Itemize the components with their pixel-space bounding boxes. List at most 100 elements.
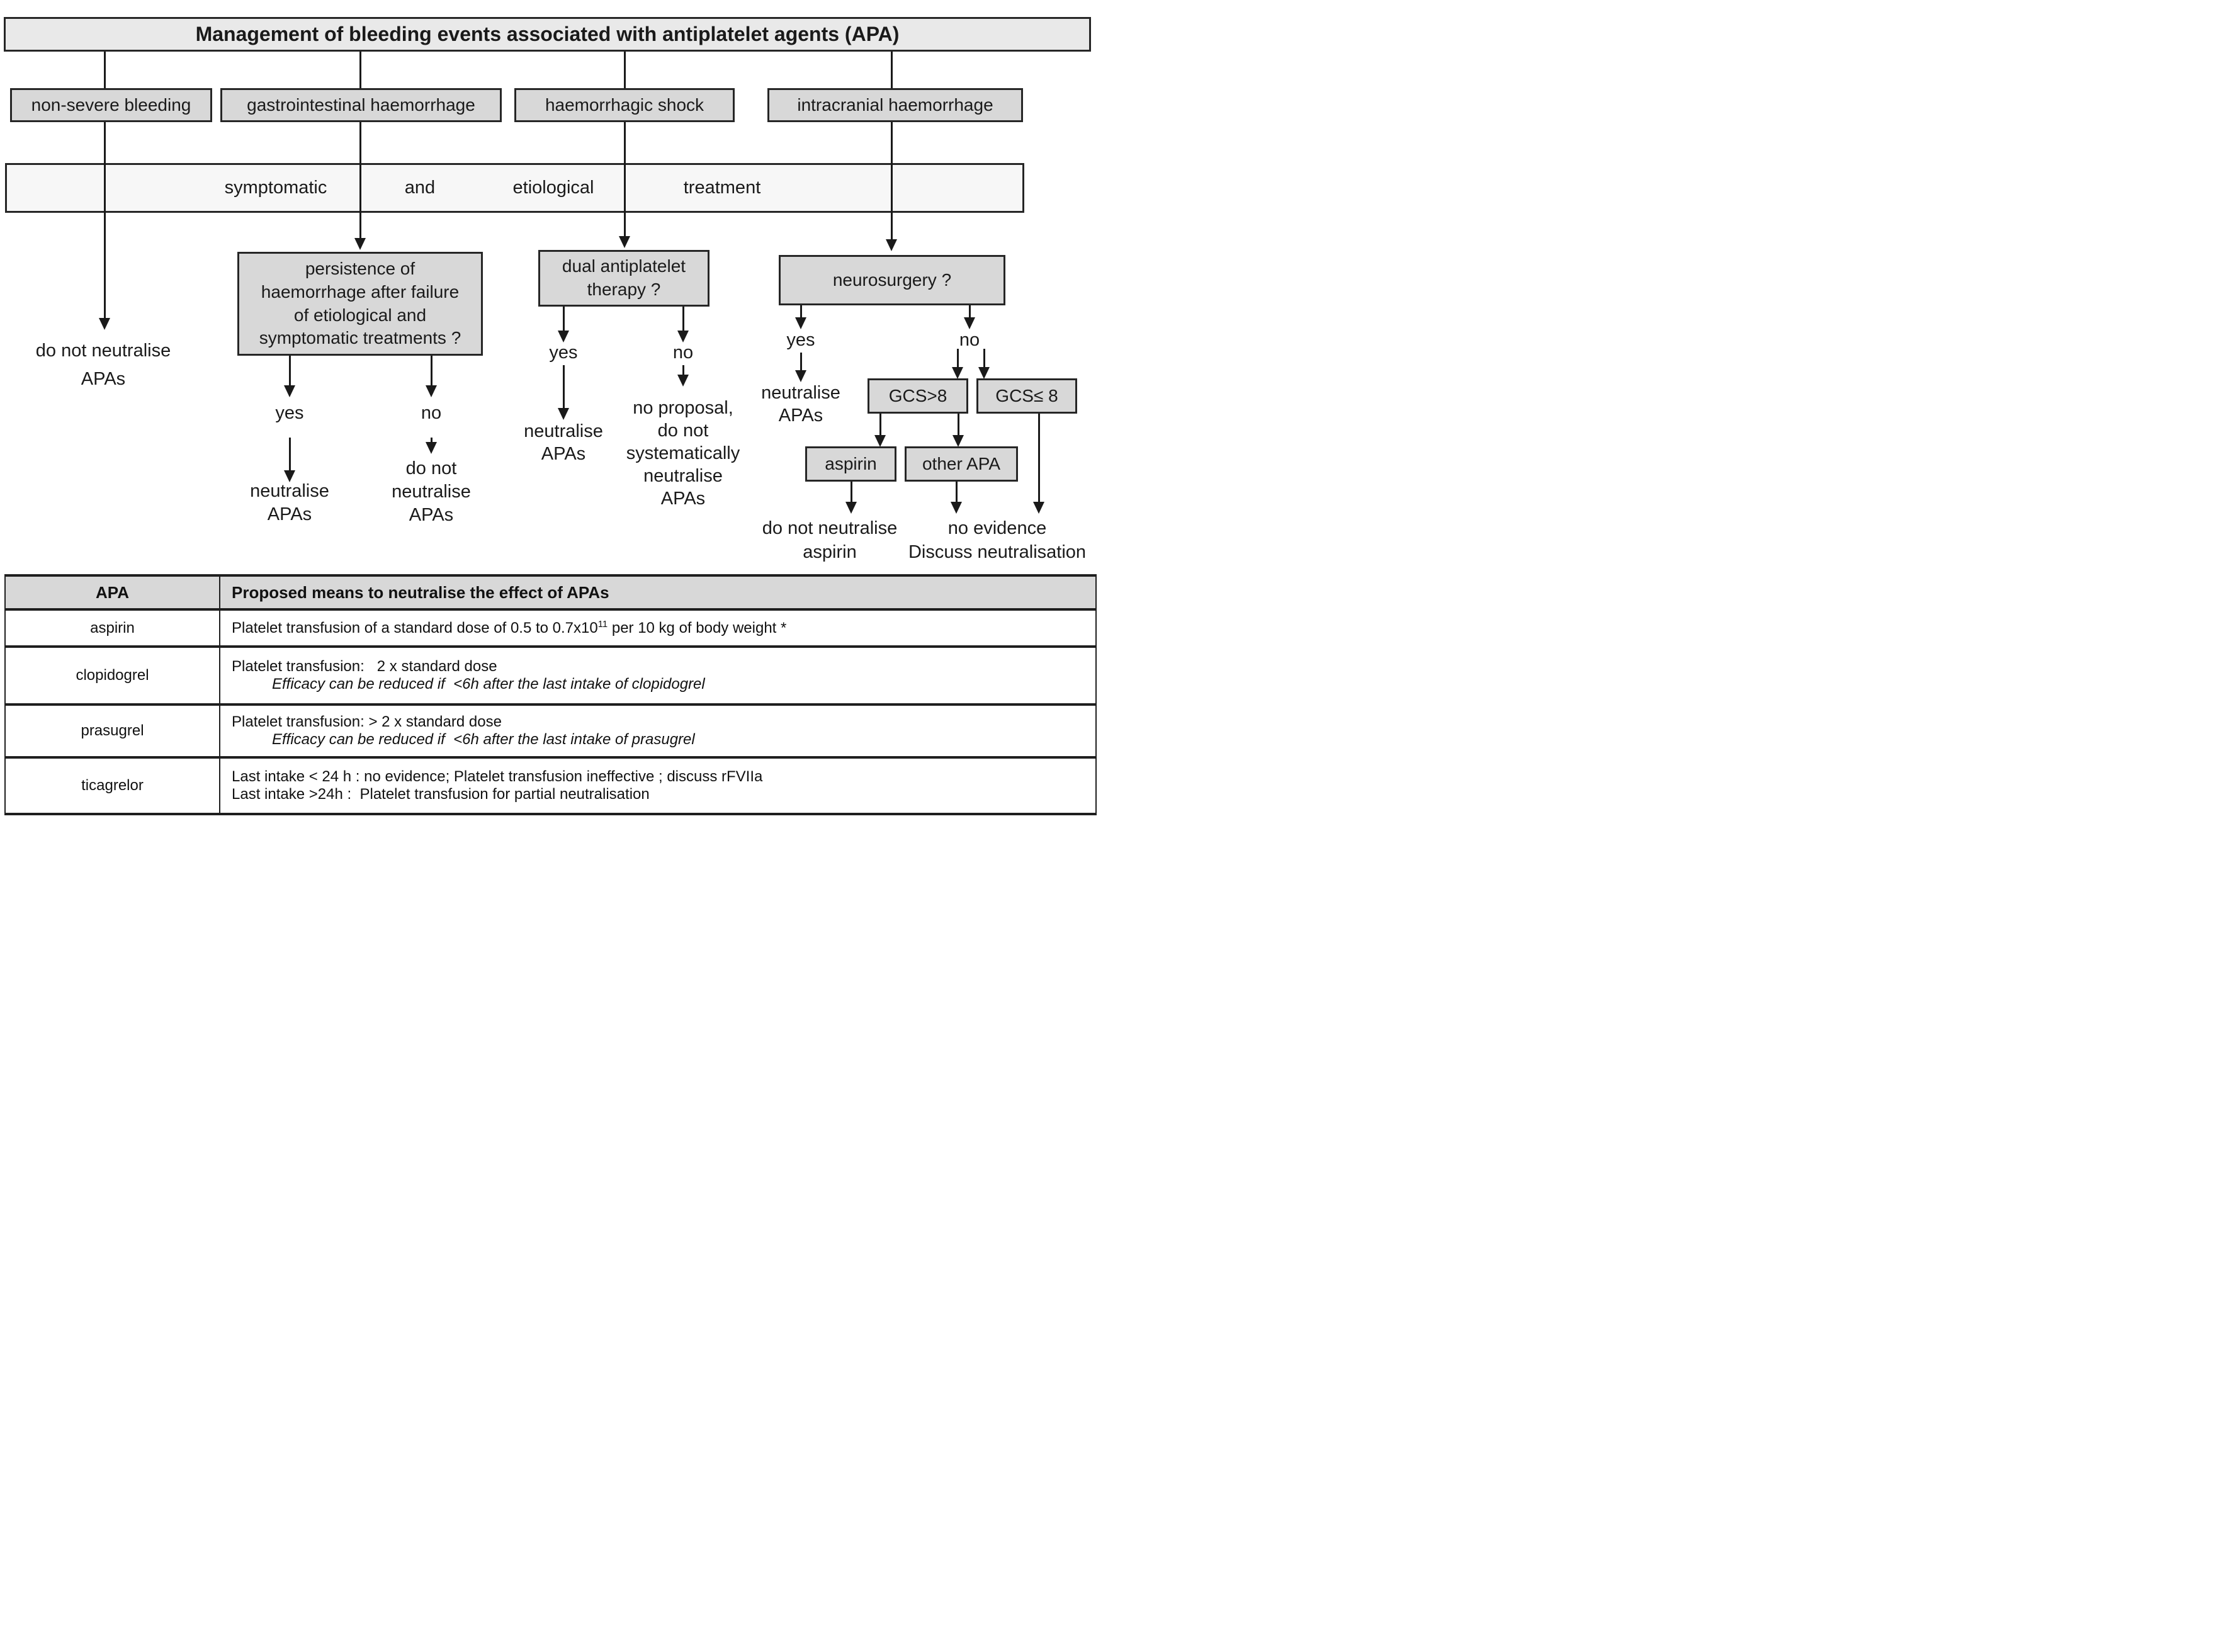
connector-title-shock — [623, 52, 626, 88]
line-gcs-high-aspirin — [879, 414, 881, 435]
box-aspirin: aspirin — [805, 446, 896, 482]
outcome-non-severe-line1: do not neutralise — [35, 341, 171, 361]
line-dual-yes — [562, 307, 565, 331]
outcome-pyes-line2: APAs — [267, 504, 312, 524]
outcome-neuro-yes: neutralise APAs — [706, 382, 895, 427]
table-cell-means: Last intake < 24 h : no evidence; Platel… — [219, 756, 1097, 815]
box-neurosurgery-question: neurosurgery ? — [779, 255, 1005, 305]
outcome-dno-line5: APAs — [660, 489, 706, 509]
line-no-to-gcs-high — [956, 349, 959, 367]
aspirin-dose-tail: per 10 kg of body weight * — [608, 619, 787, 636]
label-gastrointestinal: gastrointestinal haemorrhage — [247, 94, 475, 115]
arrowhead-neuro-no — [964, 317, 975, 329]
label-non-severe: non-severe bleeding — [31, 94, 191, 115]
flowchart-canvas: Management of bleeding events associated… — [0, 0, 1108, 826]
box-persistence-question: persistence of haemorrhage after failure… — [237, 252, 483, 356]
label-dual-no: no — [672, 342, 694, 363]
box-non-severe-bleeding: non-severe bleeding — [10, 88, 212, 122]
table-row: clopidogrel Platelet transfusion: 2 x st… — [4, 645, 1097, 706]
outcome-other-apa-line1: no evidence — [947, 518, 1047, 538]
arrowhead-gcs-high-aspirin — [874, 435, 886, 447]
arrowhead-no-to-gcs-high — [952, 367, 963, 379]
arrowhead-intracranial — [886, 239, 897, 251]
table-cell-apa: prasugrel — [4, 703, 220, 759]
label-persistence-yes: yes — [275, 403, 304, 423]
arrowhead-dual-yes — [558, 331, 569, 342]
arrowhead-no-to-gcs-low — [978, 367, 990, 379]
arrowhead-dual-no — [677, 331, 689, 342]
outcome-pyes-line1: neutralise — [250, 481, 329, 501]
prasugrel-line2: Efficacy can be reduced if <6h after the… — [272, 731, 695, 748]
gcs-below-8-label: GCS≤ 8 — [995, 385, 1058, 405]
dual-line2: therapy ? — [587, 280, 661, 299]
arrowhead-gcs-low-out — [1033, 502, 1044, 514]
persistence-line4: symptomatic treatments ? — [259, 328, 461, 348]
outcome-dual-no: no proposal, do not systematically neutr… — [589, 397, 777, 510]
table-header-apa: APA — [4, 574, 220, 611]
table-cell-means: Platelet transfusion: > 2 x standard dos… — [219, 703, 1097, 759]
line-dual-no2 — [682, 365, 684, 375]
outcome-pno-line2: neutralise — [392, 482, 471, 502]
line-neuro-yes — [800, 305, 802, 317]
box-gcs-above-8: GCS>8 — [868, 378, 968, 414]
arrowhead-gcs-high-other — [953, 435, 964, 447]
outcome-dno-line2: do not — [657, 421, 709, 441]
line-neuro-no — [968, 305, 971, 317]
arrowhead-nonsevere — [99, 318, 110, 330]
line-no-to-gcs-low — [983, 349, 985, 367]
outcome-nyes-line2: APAs — [778, 405, 823, 426]
arrowhead-dual-yes2 — [558, 408, 569, 420]
table-cell-apa: aspirin — [4, 608, 220, 648]
table-row: ticagrelor Last intake < 24 h : no evide… — [4, 756, 1097, 815]
outcome-dno-line3: systematically — [626, 443, 740, 463]
bar-word-symptomatic: symptomatic — [224, 178, 327, 198]
table-row: prasugrel Platelet transfusion: > 2 x st… — [4, 703, 1097, 759]
line-dual-yes2 — [562, 365, 565, 408]
outcome-non-severe-line2: APAs — [81, 369, 126, 389]
line-persistence-no — [430, 356, 432, 385]
connector-title-intracranial — [890, 52, 893, 88]
clopidogrel-line1: Platelet transfusion: 2 x standard dose — [232, 658, 497, 675]
box-gcs-below-8: GCS≤ 8 — [976, 378, 1077, 414]
arrowhead-dual-no2 — [677, 375, 689, 387]
line-other-apa-out — [955, 482, 958, 502]
clopidogrel-line2: Efficacy can be reduced if <6h after the… — [272, 676, 705, 693]
dual-line1: dual antiplatelet — [562, 256, 686, 276]
line-neuro-yes2 — [800, 353, 802, 370]
table-row: aspirin Platelet transfusion of a standa… — [4, 608, 1097, 648]
arrowhead-neuro-yes — [795, 317, 806, 329]
outcome-dno-line4: neutralise — [643, 466, 723, 486]
arrowhead-other-apa-out — [951, 502, 962, 514]
label-shock: haemorrhagic shock — [545, 94, 704, 115]
arrowhead-persistence-yes2 — [284, 470, 295, 482]
label-neuro-yes: yes — [786, 330, 815, 350]
outcome-pno-line1: do not — [405, 458, 457, 478]
line-shock-down — [623, 122, 626, 236]
outcome-pno-line3: APAs — [409, 505, 454, 525]
table-header-row: APA Proposed means to neutralise the eff… — [4, 574, 1097, 611]
outcome-other-apa-line2: Discuss neutralisation — [908, 542, 1087, 562]
arrowhead-neuro-yes2 — [795, 370, 806, 382]
line-intracranial-down — [890, 122, 893, 239]
table-header-means: Proposed means to neutralise the effect … — [219, 574, 1097, 611]
outcome-aspirin: do not neutralise aspirin — [729, 516, 930, 564]
aspirin-dose-text: Platelet transfusion of a standard dose … — [232, 619, 598, 636]
line-persistence-no2 — [430, 438, 432, 442]
persistence-line2: haemorrhage after failure — [261, 281, 460, 302]
ticagrelor-line1: Last intake < 24 h : no evidence; Platel… — [232, 768, 763, 785]
ticagrelor-line2: Last intake >24h : Platelet transfusion … — [232, 786, 650, 803]
page-title: Management of bleeding events associated… — [195, 23, 900, 46]
connector-title-gi — [359, 52, 361, 88]
outcome-dyes-line2: APAs — [541, 444, 586, 464]
line-persistence-yes2 — [288, 438, 291, 470]
outcome-persistence-no: do not neutralise APAs — [337, 457, 526, 527]
box-dual-question: dual antiplatelet therapy ? — [538, 250, 709, 307]
box-haemorrhagic-shock: haemorrhagic shock — [514, 88, 735, 122]
outcome-non-severe: do not neutralise APAs — [9, 337, 198, 393]
treatment-bar — [5, 163, 1024, 213]
outcome-other-apa: no evidence Discuss neutralisation — [890, 516, 1104, 564]
neurosurgery-label: neurosurgery ? — [832, 269, 952, 290]
outcome-aspirin-line1: do not neutralise — [762, 518, 898, 538]
label-dual-yes: yes — [549, 342, 578, 363]
outcome-dno-line1: no proposal, — [633, 398, 733, 418]
